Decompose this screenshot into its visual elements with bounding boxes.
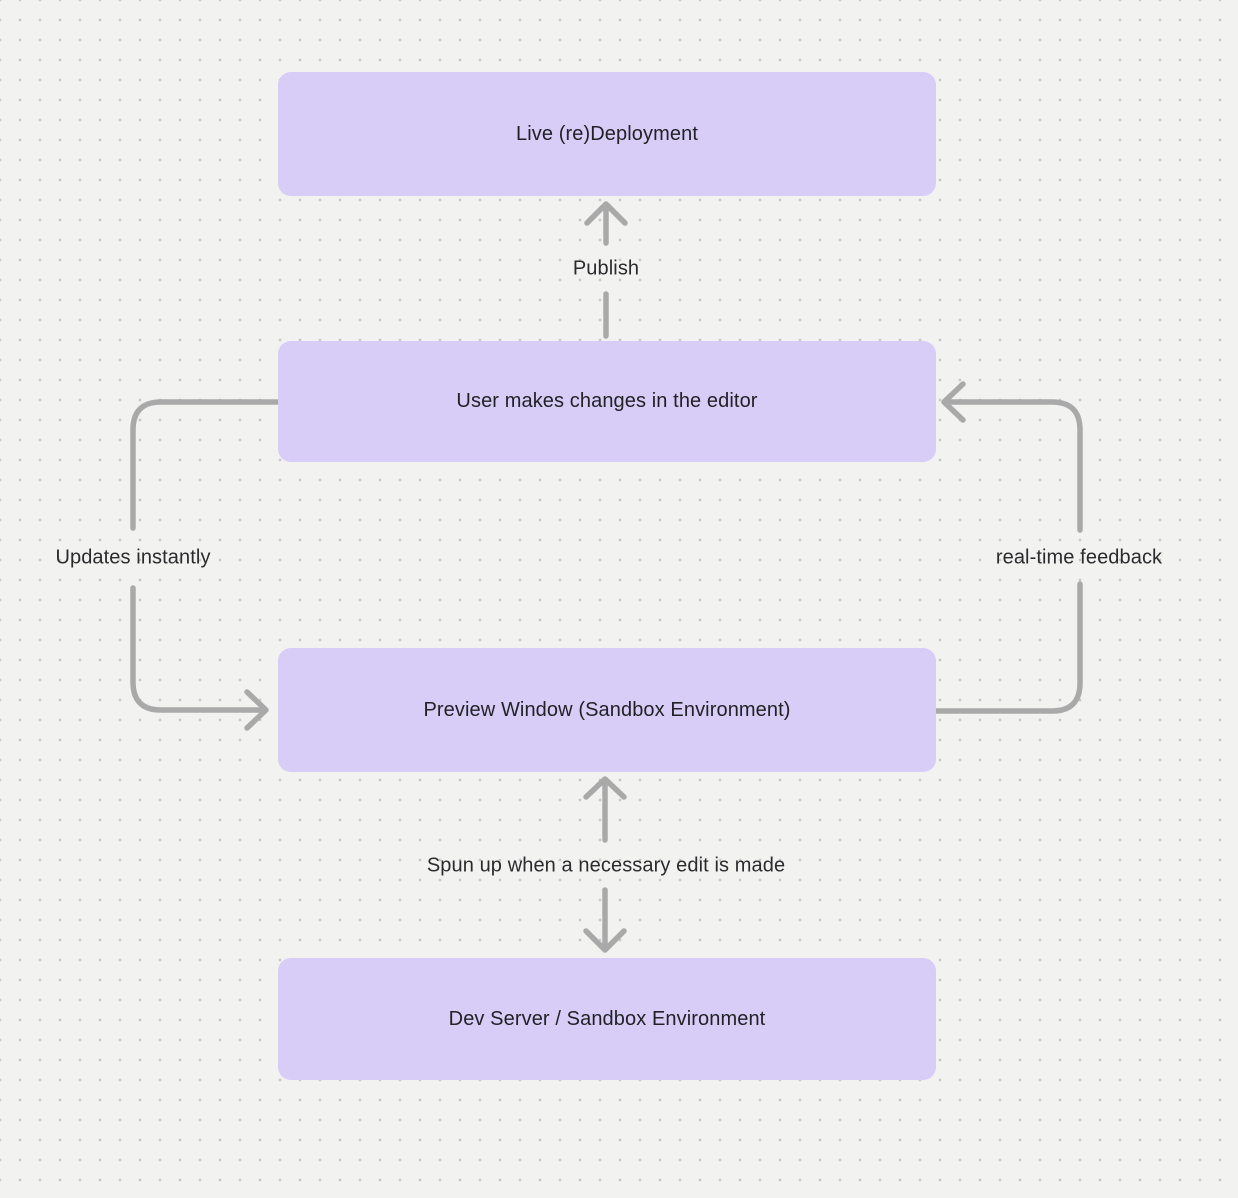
spun-down-arrowhead-down-icon: [583, 928, 627, 953]
edge-label-spun-up: Spun up when a necessary edit is made: [426, 854, 786, 877]
feedback-arrowhead-left-icon: [941, 381, 966, 423]
feedback-arrow-lower-segment: [933, 581, 1083, 714]
updates-arrow-lower-segment: [130, 585, 266, 713]
spun-up-arrowhead-up-icon: [583, 776, 627, 800]
realtime-feedback-arrow: [933, 381, 1083, 714]
node-dev-server-label: Dev Server / Sandbox Environment: [448, 1007, 766, 1030]
edge-label-updates-instantly: Updates instantly: [55, 546, 211, 569]
node-dev-server: Dev Server / Sandbox Environment: [278, 958, 936, 1080]
spun-up-arrows: [583, 776, 627, 953]
node-preview-window-label: Preview Window (Sandbox Environment): [423, 698, 791, 721]
updates-arrow-upper-segment: [130, 399, 281, 531]
node-user-makes-changes-label: User makes changes in the editor: [456, 390, 758, 412]
updates-arrowhead-right-icon: [244, 689, 269, 731]
updates-instantly-arrow: [130, 399, 281, 731]
node-live-deployment: Live (re)Deployment: [278, 72, 936, 196]
edge-label-realtime-feedback: real-time feedback: [995, 546, 1163, 569]
node-live-deployment-label: Live (re)Deployment: [516, 122, 698, 145]
node-user-makes-changes: User makes changes in the editor: [278, 341, 936, 462]
publish-arrow: [584, 201, 628, 339]
edge-label-publish: Publish: [572, 257, 640, 280]
node-preview-window: Preview Window (Sandbox Environment): [278, 648, 936, 772]
publish-arrowhead-up-icon: [584, 201, 628, 226]
feedback-arrow-upper-segment: [944, 399, 1083, 533]
